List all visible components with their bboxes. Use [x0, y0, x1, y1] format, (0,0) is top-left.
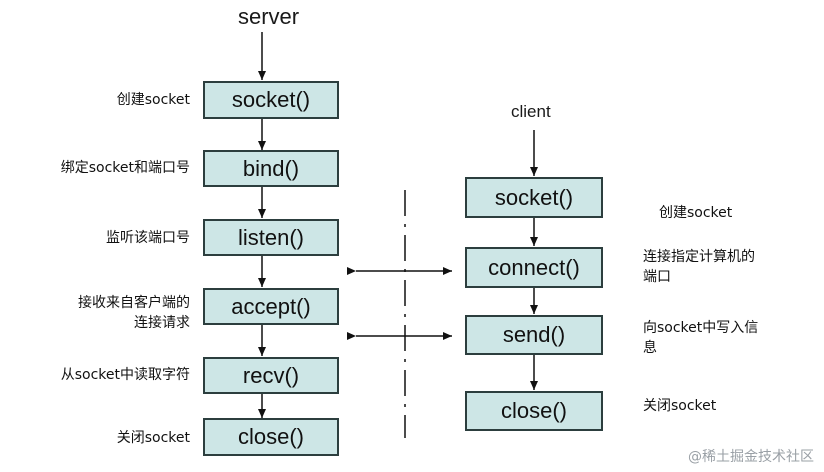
client-connect-box: connect() [465, 247, 603, 288]
server-accept-note: 接收来自客户端的 连接请求 [78, 295, 190, 331]
server-title: server [238, 4, 300, 29]
server-recv-box: recv() [203, 357, 339, 394]
client-title: client [511, 102, 551, 121]
server-bind-box: bind() [203, 150, 339, 187]
server-listen-box: listen() [203, 219, 339, 256]
server-socket-note: 创建socket [116, 92, 190, 108]
client-send-note: 向socket中写入信 息 [643, 320, 759, 356]
client-close-box: close() [465, 391, 603, 431]
server-close-note: 关闭socket [116, 430, 190, 446]
client-connect-note: 连接指定计算机的 端口 [643, 249, 755, 285]
server-bind-note: 绑定socket和端口号 [60, 160, 190, 176]
server-listen-note: 监听该端口号 [106, 230, 190, 246]
server-accept-box: accept() [203, 288, 339, 325]
server-socket-box: socket() [203, 81, 339, 119]
server-close-box: close() [203, 418, 339, 456]
watermark-text: @稀土掘金技术社区 [688, 449, 814, 465]
client-socket-note: 创建socket [659, 205, 733, 221]
server-recv-note: 从socket中读取字符 [60, 367, 190, 383]
client-send-box: send() [465, 315, 603, 355]
client-socket-box: socket() [465, 177, 603, 218]
client-close-note: 关闭socket [643, 398, 717, 414]
